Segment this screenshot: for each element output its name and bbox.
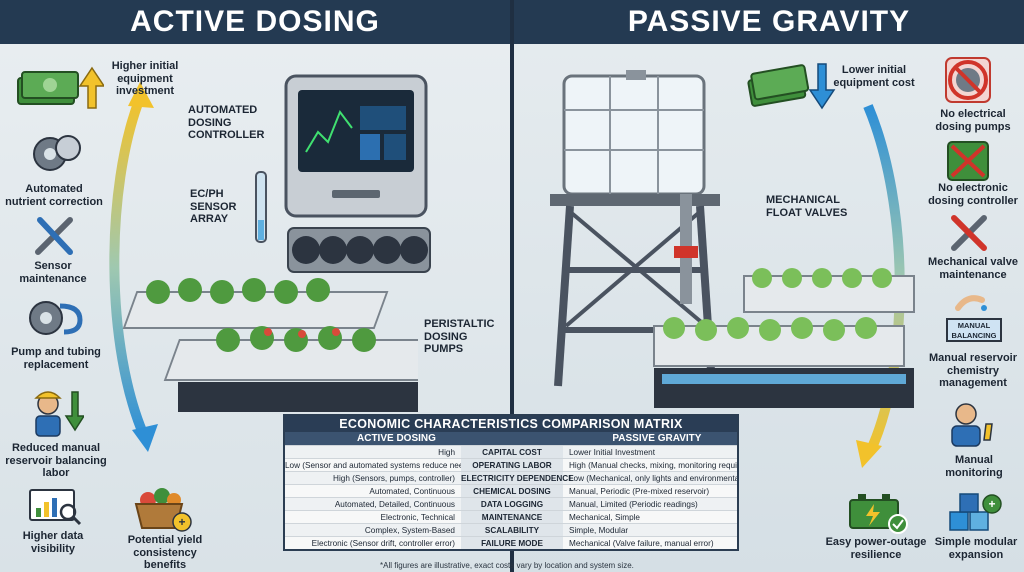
battery-icon bbox=[849, 494, 908, 534]
manual-balancing-badge: MANUAL BALANCING bbox=[946, 318, 1002, 342]
matrix-head-active: ACTIVE DOSING bbox=[357, 433, 436, 444]
money-down-icon bbox=[747, 63, 836, 110]
footnote: *All figures are illustrative, exact cos… bbox=[380, 561, 634, 570]
passive-cell: Manual, Periodic (Pre-mixed reservoir) bbox=[569, 487, 710, 496]
no-pump-icon bbox=[945, 57, 991, 103]
matrix-header: ACTIVE DOSING PASSIVE GRAVITY bbox=[285, 432, 737, 445]
sensor-probe-icon bbox=[255, 171, 267, 243]
pumps-callout: PERISTALTIC DOSING PUMPS bbox=[424, 318, 495, 356]
higher-investment-label: Higher initial equipment investment bbox=[111, 60, 179, 98]
active-cell: Electronic (Sensor drift, controller err… bbox=[311, 539, 455, 548]
passive-cell: Lower Initial Investment bbox=[569, 448, 656, 457]
svg-text:+: + bbox=[988, 497, 995, 511]
matrix-head-passive: PASSIVE GRAVITY bbox=[612, 433, 702, 444]
active-cell: Automated, Detailed, Continuous bbox=[334, 500, 455, 509]
table-row: Electronic, Technical MAINTENANCE Mechan… bbox=[285, 510, 737, 523]
table-row: Low (Sensor and automated systems reduce… bbox=[285, 458, 737, 471]
dosing-controller-icon bbox=[284, 74, 428, 218]
criteria-cell: DATA LOGGING bbox=[461, 498, 563, 510]
float-valves-callout: MECHANICAL FLOAT VALVES bbox=[766, 194, 848, 219]
gravity-tank-icon bbox=[550, 70, 720, 387]
passive-gravity-title: PASSIVE GRAVITY bbox=[514, 0, 1024, 44]
worker-down-icon bbox=[34, 391, 84, 437]
table-row: Automated, Continuous CHEMICAL DOSING Ma… bbox=[285, 484, 737, 497]
manual-monitoring-label: Manual monitoring bbox=[945, 454, 1003, 479]
sensor-maintenance-label: Sensor maintenance bbox=[19, 260, 87, 285]
criteria-cell: MAINTENANCE bbox=[461, 511, 563, 523]
hand-water-icon bbox=[955, 295, 987, 311]
criteria-cell: FAILURE MODE bbox=[461, 537, 563, 549]
passive-cell: Manual, Limited (Periodic readings) bbox=[569, 500, 698, 509]
pump-replacement-label: Pump and tubing replacement bbox=[11, 346, 101, 371]
table-row: Complex, System-Based SCALABILITY Simple… bbox=[285, 523, 737, 536]
matrix-body: High CAPITAL COST Lower Initial Investme… bbox=[285, 445, 737, 549]
valve-maintenance-label: Mechanical valve maintenance bbox=[928, 256, 1018, 281]
money-up-icon bbox=[17, 66, 104, 109]
modular-expansion-label: Simple modular expansion bbox=[934, 536, 1018, 561]
produce-basket-icon: + bbox=[134, 488, 192, 532]
gear-brain-icon bbox=[33, 135, 81, 171]
data-chart-icon bbox=[29, 489, 82, 526]
criteria-cell: CHEMICAL DOSING bbox=[461, 485, 563, 497]
active-cell: Low (Sensor and automated systems reduce… bbox=[285, 461, 461, 470]
active-cell: Automated, Continuous bbox=[369, 487, 455, 496]
criteria-cell: ELECTRICITY DEPENDENCE bbox=[461, 472, 574, 484]
criteria-cell: SCALABILITY bbox=[461, 524, 563, 536]
curved-cycle-arrow-icon bbox=[109, 82, 158, 452]
manual-chemistry-label: Manual reservoir chemistry management bbox=[928, 352, 1018, 390]
matrix-head-middle bbox=[482, 432, 607, 445]
criteria-cell: OPERATING LABOR bbox=[461, 459, 563, 471]
table-row: High CAPITAL COST Lower Initial Investme… bbox=[285, 445, 737, 458]
yield-consistency-label: Potential yield consistency benefits bbox=[127, 534, 203, 572]
svg-text:+: + bbox=[178, 515, 185, 529]
active-cell: Complex, System-Based bbox=[364, 526, 455, 535]
passive-cell: High (Manual checks, mixing, monitoring … bbox=[569, 461, 737, 470]
reduced-labor-label: Reduced manual reservoir balancing labor bbox=[5, 442, 107, 480]
data-visibility-label: Higher data visibility bbox=[22, 530, 84, 555]
passive-cell: Simple, Modular bbox=[569, 526, 629, 535]
active-dosing-panel: ACTIVE DOSING Higher initial equipment i… bbox=[0, 0, 510, 572]
table-row: Automated, Detailed, Continuous DATA LOG… bbox=[285, 497, 737, 510]
matrix-title: ECONOMIC CHARACTERISTICS COMPARISON MATR… bbox=[285, 416, 737, 432]
scientist-icon bbox=[951, 403, 993, 447]
active-cell: Electronic, Technical bbox=[380, 513, 455, 522]
table-row: Electronic (Sensor drift, controller err… bbox=[285, 536, 737, 549]
active-dosing-title: ACTIVE DOSING bbox=[0, 0, 510, 44]
active-grow-beds-icon bbox=[122, 278, 418, 412]
active-cell: High bbox=[438, 448, 455, 457]
no-controller-label: No electronic dosing controller bbox=[928, 182, 1018, 207]
passive-grow-beds-icon bbox=[653, 268, 915, 408]
modular-blocks-icon: + bbox=[949, 493, 1002, 531]
outage-resilience-label: Easy power-outage resilience bbox=[825, 536, 927, 561]
automated-correction-label: Automated nutrient correction bbox=[5, 183, 103, 208]
table-row: High (Sensors, pumps, controller) ELECTR… bbox=[285, 471, 737, 484]
active-cell: High (Sensors, pumps, controller) bbox=[333, 474, 455, 483]
comparison-matrix: ECONOMIC CHARACTERISTICS COMPARISON MATR… bbox=[283, 414, 739, 551]
no-pumps-label: No electrical dosing pumps bbox=[935, 108, 1011, 133]
sensor-callout: EC/PH SENSOR ARRAY bbox=[190, 188, 237, 226]
panel-divider bbox=[510, 0, 514, 572]
passive-cell: Mechanical, Simple bbox=[569, 513, 640, 522]
passive-cell: Low (Mechanical, only lights and environ… bbox=[569, 474, 737, 483]
wrench-screwdriver-icon bbox=[35, 217, 73, 255]
lower-cost-label: Lower initial equipment cost bbox=[833, 64, 915, 89]
no-controller-icon bbox=[947, 141, 989, 181]
passive-cell: Mechanical (Valve failure, manual error) bbox=[569, 539, 714, 548]
valve-wrench-icon bbox=[951, 215, 987, 251]
gear-tube-icon bbox=[29, 301, 83, 335]
peristaltic-pumps-icon bbox=[287, 227, 431, 273]
criteria-cell: CAPITAL COST bbox=[461, 446, 563, 458]
controller-callout: AUTOMATED DOSING CONTROLLER bbox=[188, 104, 265, 142]
